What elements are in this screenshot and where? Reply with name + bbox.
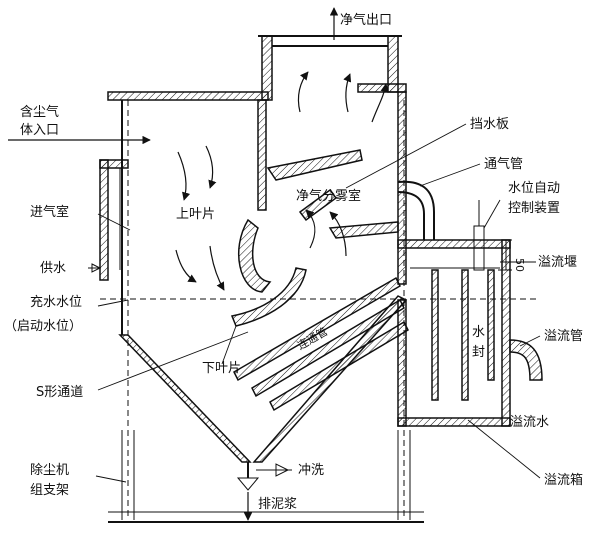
- top-plate-right: [357, 83, 407, 93]
- label-fill-water-level: 充水水位: [30, 294, 82, 310]
- overflow-tank: [397, 180, 543, 427]
- right-wall: [397, 91, 407, 285]
- pipe-2: [269, 320, 409, 412]
- inlet-chamber-wall: [99, 159, 109, 281]
- label-dusty-gas-inlet-2: 体入口: [20, 123, 59, 138]
- label-overflow-pipe: 溢流管: [544, 329, 583, 344]
- upper-blade-shape: [238, 218, 272, 293]
- tank-top: [397, 239, 511, 249]
- outlet-right-wall: [387, 35, 399, 93]
- label-level-control-2: 控制装置: [508, 201, 560, 216]
- leader-lines: [95, 123, 541, 483]
- mist-blade: [328, 221, 399, 239]
- weir-wall: [487, 269, 495, 381]
- dimension-value: 50: [513, 258, 526, 272]
- label-vent-pipe: 通气管: [484, 156, 523, 172]
- flow-arrow-5: [297, 71, 309, 113]
- top-plate-left: [107, 91, 269, 101]
- flow-arrow-6: [343, 73, 352, 113]
- label-support-frame-1: 除尘机: [30, 463, 69, 478]
- label-baffle: 挡水板: [470, 117, 509, 132]
- label-overflow-tank: 溢流箱: [544, 472, 583, 488]
- label-overflow-weir: 溢流堰: [538, 255, 577, 270]
- blades: [230, 149, 399, 327]
- label-clean-gas-mist-chamber: 净气分雾室: [296, 188, 361, 204]
- leader-inlet-chamber: [97, 213, 131, 231]
- inlet-duct: [99, 159, 129, 281]
- flow-arrow-4: [209, 245, 225, 291]
- pipe-3: [233, 276, 401, 382]
- label-support-frame-2: 组支架: [30, 483, 69, 498]
- drain-valve: [236, 477, 260, 491]
- leader-baffle: [345, 123, 467, 189]
- leader-lower-blade: [221, 325, 237, 365]
- sludge-valve: [236, 462, 292, 491]
- label-flushing: 冲洗: [298, 463, 324, 478]
- leader-support: [95, 475, 127, 483]
- vent-pipe-inner: [397, 191, 425, 240]
- label-start-water-level: （启动水位）: [4, 319, 82, 334]
- label-s-channel: S形通道: [36, 385, 83, 400]
- inner-wall: [257, 99, 267, 211]
- outlet-left-wall: [261, 35, 273, 101]
- seal-tube-right: [461, 269, 469, 401]
- label-water-seal-2: 封: [472, 345, 485, 360]
- flow-arrow-8: [305, 209, 316, 249]
- dimension-marker: 50: [498, 239, 526, 272]
- flow-arrow-7: [371, 83, 389, 123]
- flow-arrow-1: [177, 151, 191, 201]
- leader-water-level: [97, 299, 129, 307]
- flow-arrow-3: [175, 249, 197, 283]
- tank-left-wall: [397, 299, 407, 427]
- flow-arrows: [8, 7, 389, 521]
- label-lower-blade: 下叶片: [202, 361, 241, 376]
- support-frame: [108, 430, 424, 523]
- lower-blade-shape: [230, 267, 307, 327]
- tank-bottom: [397, 417, 511, 427]
- hopper-left: [118, 334, 252, 463]
- label-level-control-1: 水位自动: [508, 181, 560, 196]
- supply-valve: [88, 263, 102, 273]
- flow-arrow-9: [329, 211, 347, 257]
- label-water-supply: 供水: [40, 261, 66, 276]
- leader-control: [483, 199, 501, 229]
- flush-valve: [275, 463, 290, 477]
- leader-tank: [467, 419, 541, 479]
- overflow-pipe-shape: [509, 339, 543, 381]
- vent-pipe-shape: [397, 180, 435, 240]
- leader-s-channel: [97, 331, 249, 391]
- leader-vent: [419, 163, 481, 187]
- flow-arrow-2: [205, 145, 217, 189]
- seal-tube-left: [431, 269, 439, 401]
- label-sludge-discharge: 排泥浆: [258, 497, 297, 512]
- label-dusty-gas-inlet-1: 含尘气: [20, 104, 59, 120]
- label-inlet-chamber: 进气室: [30, 204, 69, 220]
- label-clean-gas-outlet: 净气出口: [340, 12, 392, 28]
- label-upper-blade: 上叶片: [176, 207, 215, 222]
- label-water-seal-1: 水: [472, 325, 485, 340]
- label-overflow-water: 溢流水: [510, 415, 549, 430]
- inlet-chamber-top: [99, 159, 129, 169]
- leader-overflow-pipe: [519, 335, 541, 347]
- outlet-cone: [257, 35, 402, 211]
- baffle-plate: [266, 149, 363, 181]
